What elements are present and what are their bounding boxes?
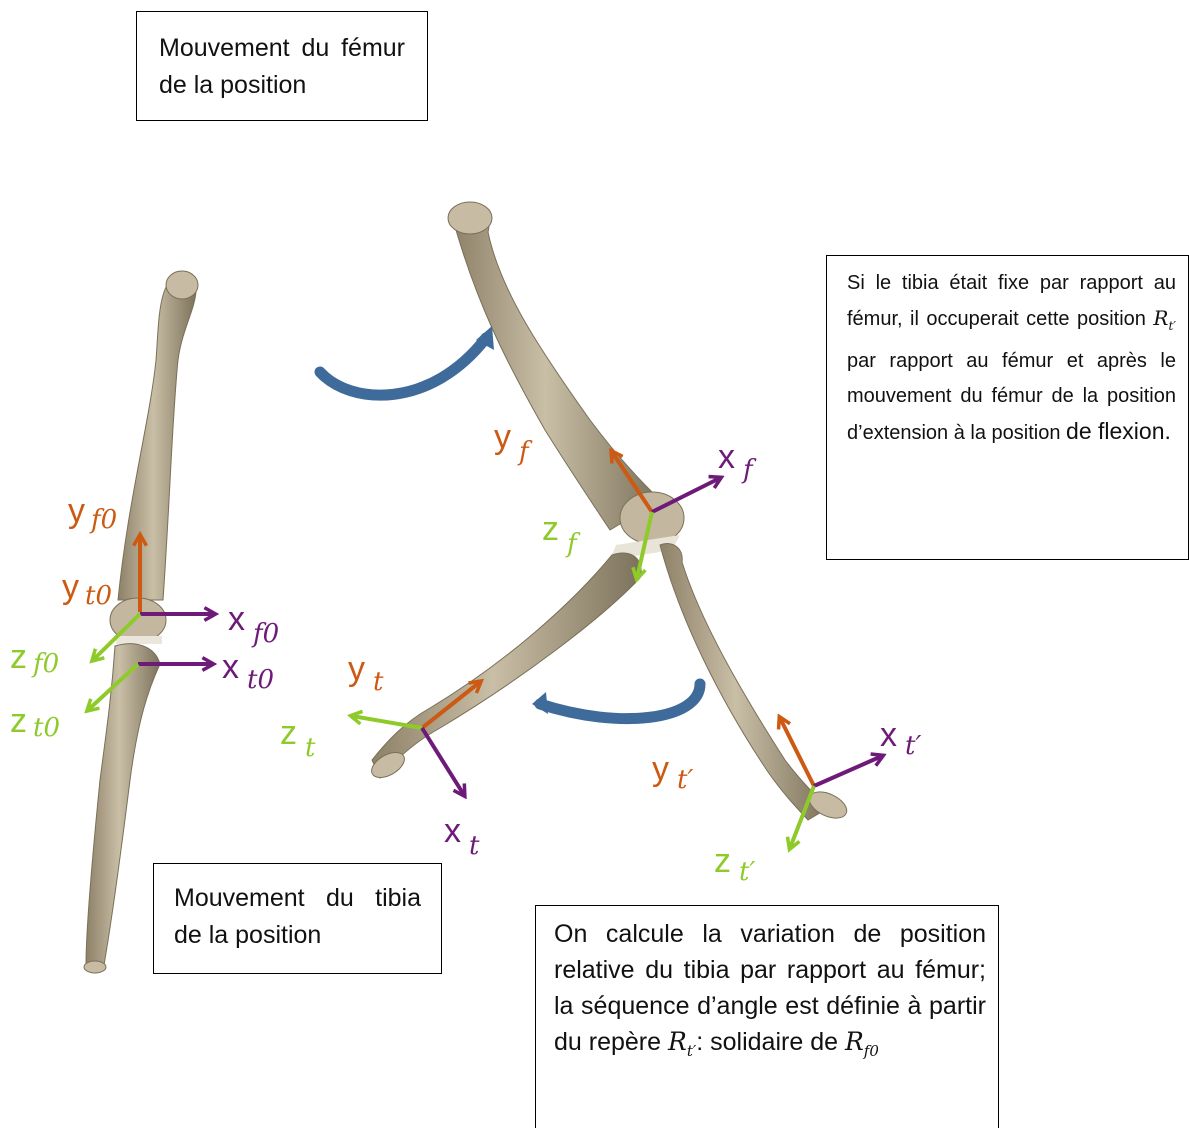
axis-x-tp-arrow: [813, 756, 882, 788]
right-tibia-flexed: [371, 552, 642, 779]
femur-movement-caption: Mouvement du fémur de la position: [136, 11, 428, 121]
axis-y-f-arrow: [612, 452, 654, 514]
left-femur-head: [165, 270, 199, 300]
left-tibia-foot-end: [83, 960, 107, 974]
frame-r-f0-symbol: Rf0: [844, 1027, 879, 1060]
relative-position-caption: On calcule la variation de position rela…: [535, 905, 999, 1128]
axis-x-f-arrow: [651, 478, 720, 514]
tibia-movement-text: Mouvement du tibia de la position: [174, 884, 421, 949]
frame-r-t-prime-symbol-2: Rt′: [667, 1027, 697, 1060]
tibia-rotation-arrow: [534, 678, 706, 725]
tibia-movement-caption: Mouvement du tibia de la position: [153, 863, 442, 974]
right-femur-head: [447, 201, 493, 235]
femur-movement-text: Mouvement du fémur de la position: [159, 34, 405, 99]
axis-x-t-arrow: [420, 726, 464, 795]
left-leg-extension: [83, 270, 199, 974]
left-tibia: [85, 643, 161, 966]
femur-rotation-arrowhead: [476, 326, 494, 350]
frame-r-t-prime-symbol: Rt′: [1153, 306, 1177, 333]
right-tibia-flexed-end: [371, 752, 405, 778]
left-femur: [117, 273, 197, 601]
tibia-rotation-arrowhead: [532, 692, 548, 714]
axis-z-t0-arrow: [88, 662, 140, 710]
axis-y-t-arrow: [420, 682, 480, 730]
fixed-tibia-text: Si le tibia était fixe par rapport au fé…: [847, 272, 1177, 444]
relative-position-text: On calcule la variation de position rela…: [554, 920, 986, 1060]
axis-z-f0-arrow: [93, 612, 142, 660]
right-femur: [451, 206, 661, 531]
axis-z-tp-arrow: [790, 785, 816, 848]
axis-y-tp-arrow: [780, 718, 816, 787]
right-leg-flexion: [371, 201, 848, 821]
femur-rotation-arrow: [314, 332, 492, 401]
axis-z-t-arrow: [352, 716, 423, 730]
fixed-tibia-caption: Si le tibia était fixe par rapport au fé…: [826, 255, 1189, 560]
axis-z-f-arrow: [637, 511, 654, 578]
left-knee-gap: [116, 636, 162, 644]
